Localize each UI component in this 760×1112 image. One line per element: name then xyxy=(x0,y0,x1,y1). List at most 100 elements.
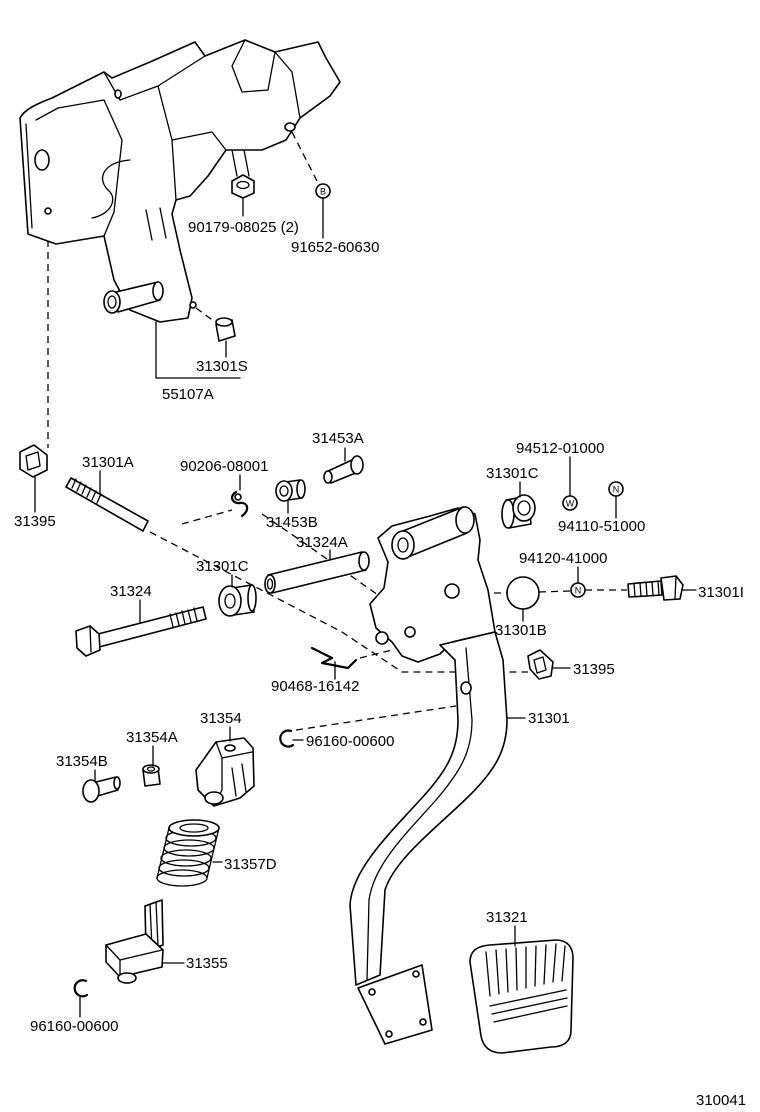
clevis-top-hole xyxy=(224,744,236,752)
marker-n-lower-letter: N xyxy=(575,586,582,596)
bushing-31354a-top xyxy=(142,764,160,774)
label-90468-16142: 90468-16142 xyxy=(271,678,359,695)
label-94110-51000: 94110-51000 xyxy=(558,518,645,535)
marker-b: B xyxy=(315,183,331,199)
pedal-pad-bands xyxy=(489,989,568,1023)
ball-bushing-31301b xyxy=(506,576,540,610)
collar-pipe-bore xyxy=(266,578,274,590)
label-31355: 31355 xyxy=(186,955,228,972)
clip-left-body xyxy=(19,444,48,478)
bushing-upper-end xyxy=(501,499,515,529)
bracket-pivot-shaft xyxy=(103,281,164,314)
label-55107a: 55107A xyxy=(162,386,214,403)
bracket-hole-large xyxy=(34,149,50,171)
label-31301c-lower: 31301C xyxy=(196,558,249,575)
spring-coil-6 xyxy=(156,869,208,887)
guide-clip-upper xyxy=(181,509,233,525)
bushing-lower-flange xyxy=(218,585,242,617)
label-31301i: 31301I xyxy=(698,584,744,601)
label-31301b: 31301B xyxy=(495,622,547,639)
pin-31354b-head xyxy=(82,779,100,803)
bushing-31301c-upper xyxy=(501,494,536,529)
label-31301a: 31301A xyxy=(82,454,134,471)
bushing-upper-bore xyxy=(517,500,531,516)
bolt-31324-head-edge xyxy=(89,625,92,653)
label-31357d: 31357D xyxy=(224,856,277,873)
label-31395-left: 31395 xyxy=(14,513,56,530)
clip-31395-right xyxy=(527,649,554,680)
label-31324: 31324 xyxy=(110,583,152,600)
pedal-pad-31321 xyxy=(469,939,574,1054)
clevis-detail xyxy=(213,741,253,807)
bracket-flange-hole xyxy=(284,122,296,132)
clevis-31354 xyxy=(195,737,255,807)
wire-clip-90468 xyxy=(310,646,358,670)
bolt-31324-threads xyxy=(169,607,198,628)
label-94512-01000: 94512-01000 xyxy=(516,440,604,457)
label-94120-41000: 94120-41000 xyxy=(519,550,607,567)
pedal-plate-hole-a xyxy=(375,631,389,645)
bushing-lower-end xyxy=(247,584,257,612)
bolt-31301i xyxy=(627,575,684,601)
marker-w: W xyxy=(562,495,578,511)
spring-coil-3 xyxy=(163,839,215,857)
label-31321: 31321 xyxy=(486,909,528,926)
clip-90206-eye xyxy=(234,493,242,501)
pin-31354b-end xyxy=(113,776,121,790)
bracket-top-hole xyxy=(114,89,122,99)
bushing-31453b-end xyxy=(296,479,306,499)
footplate-hole-2 xyxy=(412,970,420,978)
footplate-hole-1 xyxy=(368,988,376,996)
clip-right-detail xyxy=(533,656,547,674)
label-31354b: 31354B xyxy=(56,753,108,770)
pedal-hook-pin xyxy=(444,583,460,599)
label-96160-00600-middle: 96160-00600 xyxy=(306,733,394,750)
pin-31453a-head xyxy=(350,455,364,475)
e-ring-96160-middle xyxy=(279,729,295,748)
pin-31354b xyxy=(82,776,121,803)
cap-31301s xyxy=(215,317,236,342)
spring-pin-threads xyxy=(71,478,102,504)
label-90206-08001: 90206-08001 xyxy=(180,458,268,475)
e-ring-96160-bottom xyxy=(73,979,89,998)
bushing-31453b-flange xyxy=(275,480,293,502)
label-31301: 31301 xyxy=(528,710,570,727)
label-31301c-upper: 31301C xyxy=(486,465,539,482)
label-90179-08025: 90179-08025 (2) xyxy=(188,219,299,236)
pin-31453a xyxy=(323,455,364,484)
collar-pipe-end-right xyxy=(358,551,370,571)
marker-n-lower: N xyxy=(570,582,586,598)
pivot-shaft-head-inner xyxy=(107,295,117,309)
spring-pin-31301a xyxy=(65,477,149,532)
clip-90206-wire xyxy=(230,490,249,518)
pivot-tube-bore xyxy=(397,537,409,553)
label-96160-00600-bottom: 96160-00600 xyxy=(30,1018,118,1035)
bolt-31301i-shaft xyxy=(627,580,663,598)
marker-b-letter: B xyxy=(320,187,326,197)
spring-coil-4 xyxy=(160,849,212,867)
pivot-shaft-head xyxy=(103,290,121,314)
guide-clip-to-pedal xyxy=(359,649,393,659)
bushing-upper-flange xyxy=(512,494,536,522)
bushing-lower-bore xyxy=(224,593,236,609)
spring-pin-body xyxy=(65,477,149,532)
cap-top xyxy=(215,317,233,327)
collar-pipe-31324a xyxy=(264,551,370,594)
pedal-plate-hole-b xyxy=(404,626,416,638)
spring-coil-1 xyxy=(168,819,220,837)
marker-w-letter: W xyxy=(566,499,575,509)
footplate-hole-4 xyxy=(385,1030,393,1038)
collar-pipe-end-left xyxy=(264,574,276,594)
bolt-31324 xyxy=(75,606,207,657)
bushing-31354a xyxy=(142,764,161,787)
guide-hole-to-marker-b xyxy=(291,131,319,184)
clip-right-body xyxy=(527,649,554,680)
pedal-arm-stopper-boss xyxy=(460,681,472,695)
flange-nut-90179 xyxy=(231,149,255,199)
spring-seat-lug xyxy=(117,972,137,984)
collar-pipe-body xyxy=(267,551,367,594)
bushing-31453b xyxy=(275,479,306,502)
bolt-31301i-head-edge xyxy=(674,575,677,600)
pedal-arm-edge xyxy=(366,647,473,981)
